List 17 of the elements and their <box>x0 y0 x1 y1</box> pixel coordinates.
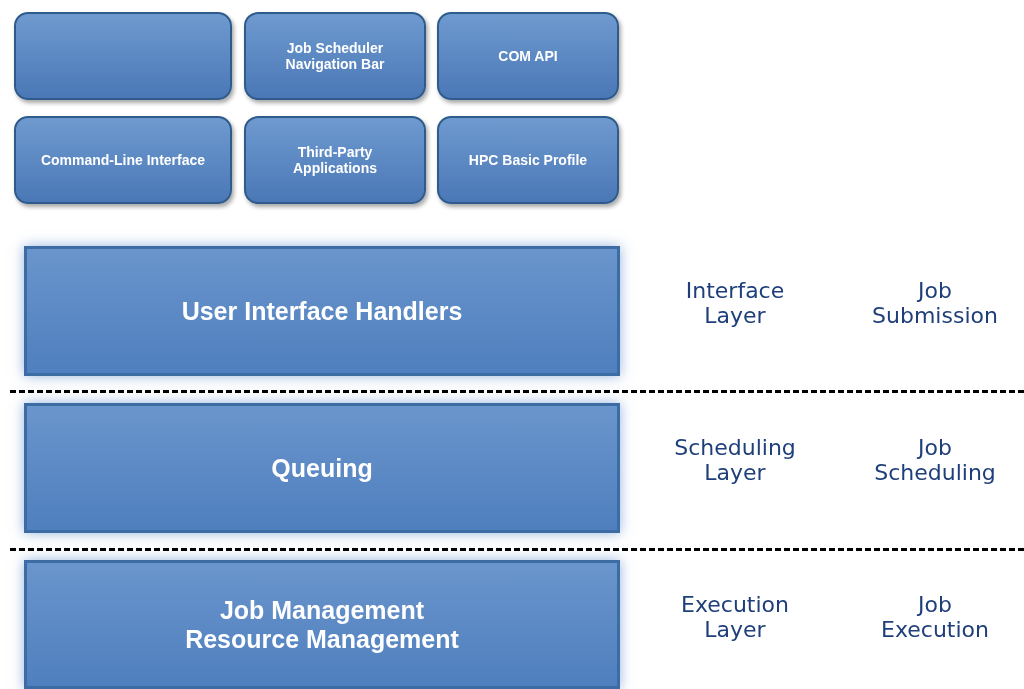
component-box: Command-Line Interface <box>14 116 232 204</box>
band-text: Job Management <box>219 595 425 625</box>
function-label: Job Scheduling <box>873 435 997 485</box>
component-box <box>14 12 232 100</box>
function-label: Job Submission <box>871 278 999 328</box>
layer-band: User Interface Handlers <box>24 246 620 376</box>
layer-label: Scheduling Layer <box>673 435 797 485</box>
component-box: HPC Basic Profile <box>437 116 619 204</box>
band-text: Resource Management <box>185 624 459 654</box>
component-box: Job Scheduler Navigation Bar <box>244 12 426 100</box>
component-box: Third-Party Applications <box>244 116 426 204</box>
layer-label: Interface Layer <box>684 278 786 328</box>
function-label: Job Execution <box>880 592 990 642</box>
layer-band: Queuing <box>24 403 620 533</box>
layer-label: Execution Layer <box>680 592 790 642</box>
component-box: COM API <box>437 12 619 100</box>
layer-band <box>24 560 620 689</box>
